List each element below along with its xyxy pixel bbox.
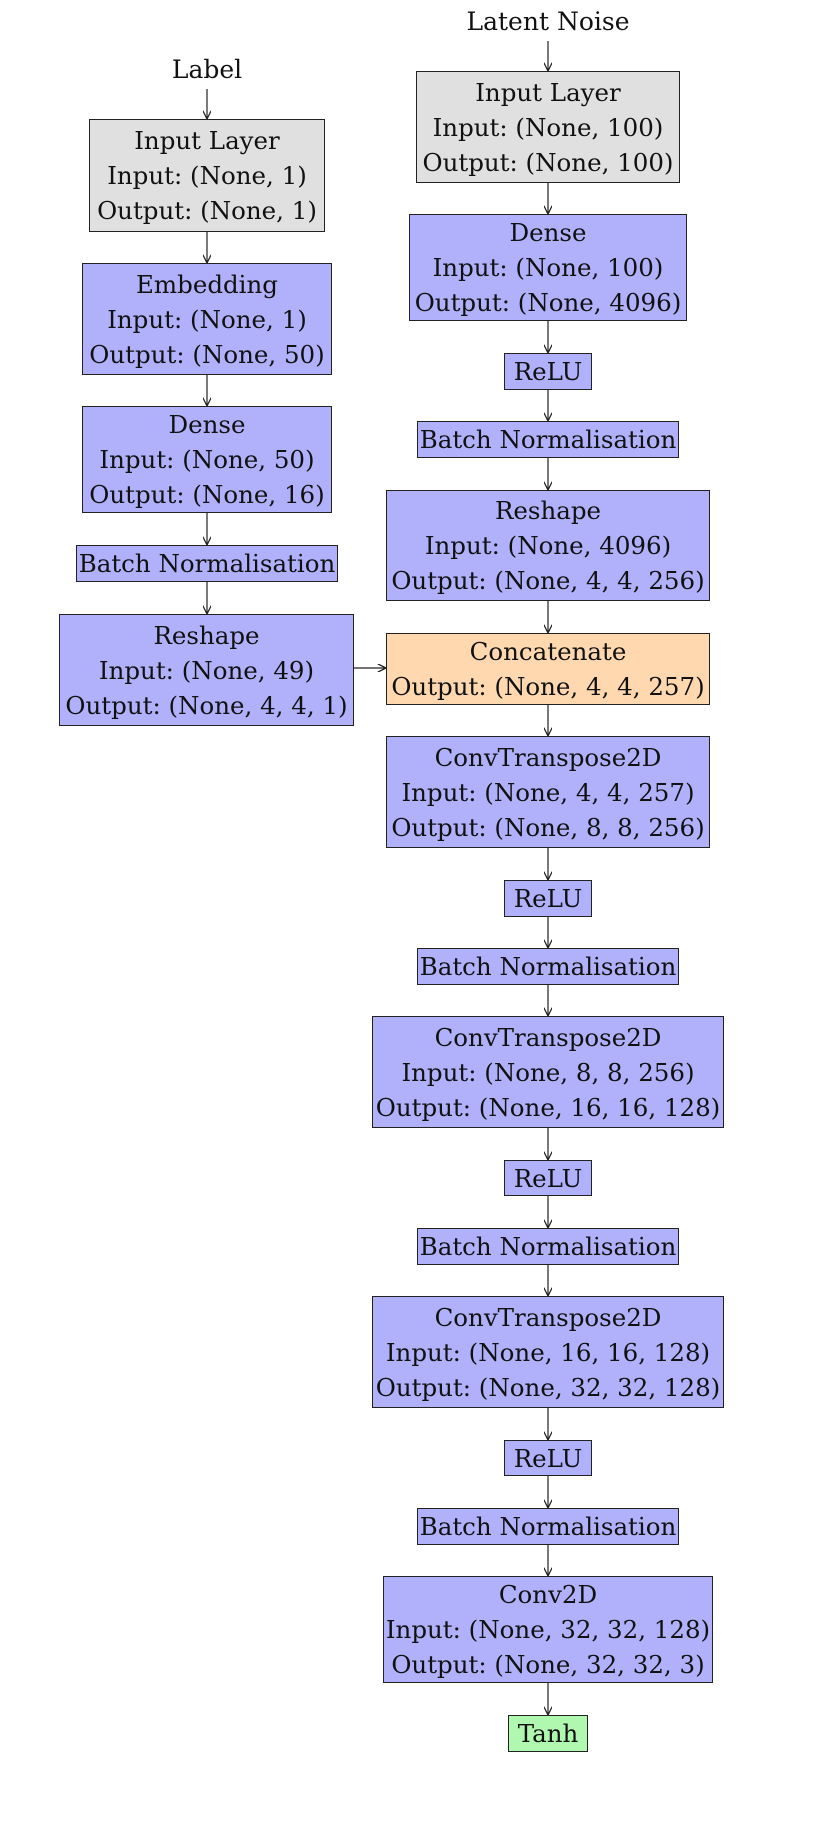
right-batch-norm-2: Batch Normalisation — [417, 948, 679, 985]
left-reshape-input: Input: (None, 49) — [98, 655, 315, 685]
conv-transpose-1-title: ConvTranspose2D — [434, 742, 662, 772]
right-reshape-input: Input: (None, 4096) — [424, 531, 672, 560]
concatenate-layer: Concatenate Output: (None, 4, 4, 257) — [386, 633, 710, 705]
left-input-layer: Input Layer Input: (None, 1) Output: (No… — [89, 119, 325, 232]
left-embedding-output: Output: (None, 50) — [89, 339, 325, 369]
conv-transpose-2: ConvTranspose2D Input: (None, 8, 8, 256)… — [372, 1016, 724, 1128]
tanh-layer: Tanh — [508, 1715, 588, 1752]
left-embedding-layer: Embedding Input: (None, 1) Output: (None… — [82, 263, 332, 375]
label-input-label: Label — [171, 55, 243, 84]
conv-transpose-3-title: ConvTranspose2D — [434, 1302, 662, 1332]
right-dense-output: Output: (None, 4096) — [414, 288, 682, 317]
latent-noise-label: Latent Noise — [466, 7, 630, 36]
conv2d-output: Output: (None, 32, 32, 3) — [391, 1650, 705, 1679]
right-reshape-output: Output: (None, 4, 4, 256) — [391, 566, 705, 595]
right-relu-1: ReLU — [504, 353, 592, 390]
conv-transpose-2-title: ConvTranspose2D — [434, 1022, 662, 1052]
conv-transpose-3: ConvTranspose2D Input: (None, 16, 16, 12… — [372, 1296, 724, 1408]
right-dense-input: Input: (None, 100) — [432, 253, 664, 282]
conv2d-title: Conv2D — [498, 1580, 598, 1609]
conv-transpose-2-output: Output: (None, 16, 16, 128) — [375, 1092, 721, 1122]
left-reshape-layer: Reshape Input: (None, 49) Output: (None,… — [59, 614, 354, 726]
left-reshape-title: Reshape — [153, 620, 260, 650]
conv-transpose-1-output: Output: (None, 8, 8, 256) — [391, 812, 705, 842]
right-relu-3-title: ReLU — [513, 1163, 583, 1193]
right-batch-norm-3: Batch Normalisation — [417, 1228, 679, 1265]
right-relu-2: ReLU — [504, 880, 592, 917]
right-dense-title: Dense — [509, 218, 587, 247]
conv2d-input: Input: (None, 32, 32, 128) — [385, 1615, 711, 1644]
right-batch-norm-1-title: Batch Normalisation — [419, 425, 677, 454]
right-batch-norm-4-title: Batch Normalisation — [419, 1512, 677, 1541]
right-batch-norm-2-title: Batch Normalisation — [419, 952, 677, 981]
conv2d-layer: Conv2D Input: (None, 32, 32, 128) Output… — [383, 1576, 713, 1683]
left-dense-title: Dense — [168, 410, 246, 439]
conv-transpose-1: ConvTranspose2D Input: (None, 4, 4, 257)… — [386, 736, 710, 848]
right-relu-4-title: ReLU — [513, 1443, 583, 1473]
conv-transpose-1-input: Input: (None, 4, 4, 257) — [401, 777, 695, 807]
right-input-layer-title: Input Layer — [475, 77, 621, 107]
right-relu-1-title: ReLU — [513, 357, 583, 386]
left-input-layer-output: Output: (None, 1) — [97, 196, 317, 225]
left-embedding-input: Input: (None, 1) — [107, 304, 307, 334]
right-dense-layer: Dense Input: (None, 100) Output: (None, … — [409, 214, 687, 321]
right-relu-4: ReLU — [504, 1440, 592, 1476]
right-relu-3: ReLU — [504, 1160, 592, 1196]
tanh-title: Tanh — [517, 1719, 579, 1748]
right-batch-norm-3-title: Batch Normalisation — [419, 1232, 677, 1261]
right-input-layer: Input Layer Input: (None, 100) Output: (… — [416, 71, 680, 183]
left-batch-norm-layer: Batch Normalisation — [76, 545, 338, 582]
concatenate-output: Output: (None, 4, 4, 257) — [391, 672, 705, 701]
concatenate-title: Concatenate — [469, 637, 627, 666]
right-batch-norm-4: Batch Normalisation — [417, 1508, 679, 1545]
left-batch-norm-title: Batch Normalisation — [78, 549, 336, 578]
left-dense-layer: Dense Input: (None, 50) Output: (None, 1… — [82, 406, 332, 513]
right-input-layer-output: Output: (None, 100) — [422, 147, 674, 177]
conv-transpose-3-input: Input: (None, 16, 16, 128) — [385, 1337, 711, 1367]
right-reshape-layer: Reshape Input: (None, 4096) Output: (Non… — [386, 490, 710, 601]
left-input-layer-input: Input: (None, 1) — [107, 161, 307, 190]
right-relu-2-title: ReLU — [513, 884, 583, 913]
left-embedding-title: Embedding — [136, 269, 278, 299]
right-batch-norm-1: Batch Normalisation — [417, 421, 679, 458]
left-dense-output: Output: (None, 16) — [89, 480, 325, 509]
conv-transpose-3-output: Output: (None, 32, 32, 128) — [375, 1372, 721, 1402]
left-dense-input: Input: (None, 50) — [99, 445, 315, 474]
right-input-layer-input: Input: (None, 100) — [432, 112, 664, 142]
right-reshape-title: Reshape — [494, 496, 602, 525]
left-input-layer-title: Input Layer — [134, 126, 280, 155]
left-reshape-output: Output: (None, 4, 4, 1) — [65, 690, 348, 720]
conv-transpose-2-input: Input: (None, 8, 8, 256) — [401, 1057, 695, 1087]
